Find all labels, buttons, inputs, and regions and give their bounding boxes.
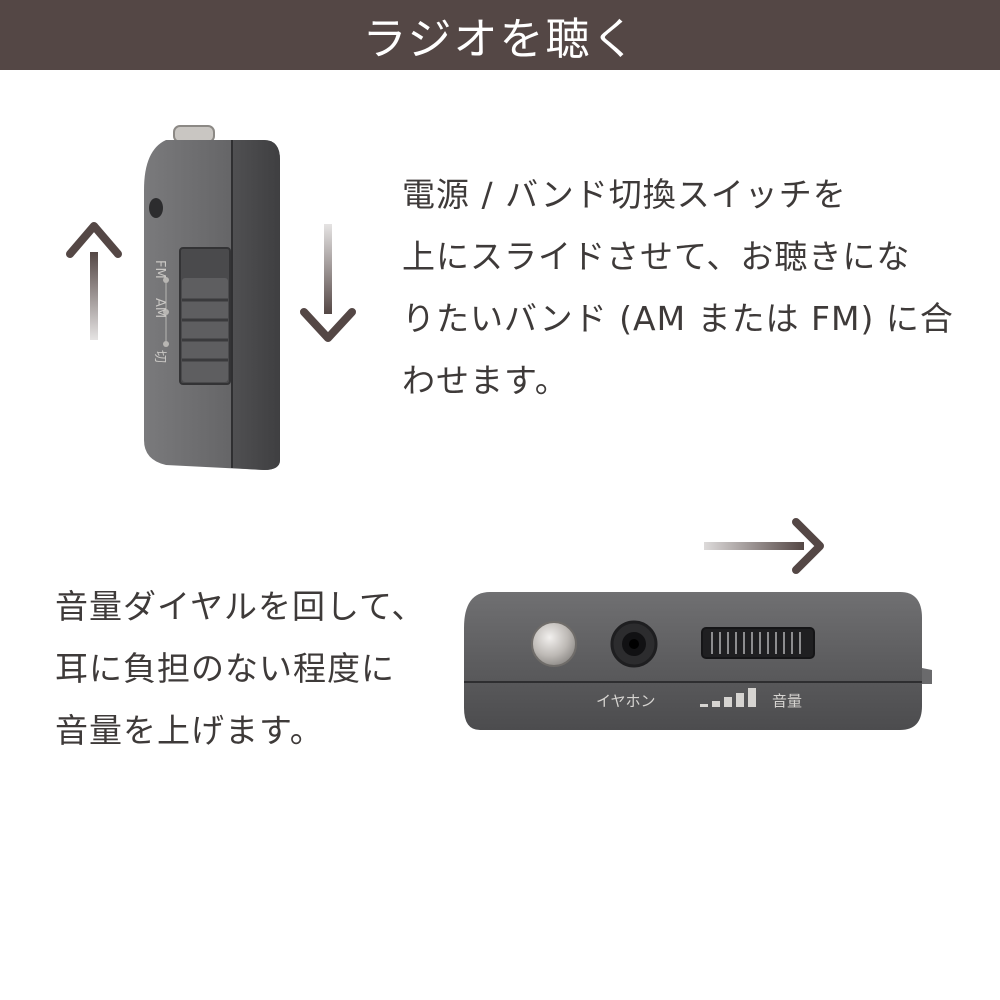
switch-instruction-line: 上にスライドさせて、お聴きにな [402, 237, 911, 276]
volume-dial[interactable] [701, 627, 815, 659]
volume-instruction-line: 音量ダイヤルを回して、 [55, 587, 426, 626]
tuning-knob[interactable] [531, 621, 577, 667]
earphone-label: イヤホン [596, 692, 656, 710]
switch-label-am: AM [152, 298, 167, 318]
arrow-down-icon [300, 224, 356, 342]
radio-side-view: FM AM 切 [144, 125, 280, 470]
radio-top-view: イヤホン 音量 [464, 592, 932, 730]
arrow-right-icon [704, 518, 824, 574]
volume-level-icon [700, 688, 756, 707]
page-title: ラジオを聴く [362, 14, 638, 65]
volume-label: 音量 [772, 692, 802, 710]
switch-label-fm: FM [152, 260, 167, 279]
switch-instruction-line: りたいバンド (AM または FM) に合 [402, 299, 954, 338]
antenna-cap [173, 125, 215, 143]
arrow-up-icon [66, 222, 122, 340]
strap-hole [149, 198, 163, 218]
volume-instruction-line: 音量を上げます。 [55, 711, 324, 750]
slide-switch[interactable] [182, 278, 228, 382]
header-band: ラジオを聴く [0, 0, 1000, 70]
switch-instruction-line: わせます。 [402, 361, 569, 400]
volume-instruction-line: 耳に負担のない程度に [55, 649, 395, 688]
switch-instruction-line: 電源 / バンド切換スイッチを [402, 175, 847, 214]
earphone-jack[interactable] [610, 620, 658, 668]
switch-instructions: 電源 / バンド切換スイッチを 上にスライドさせて、お聴きにな りたいバンド (… [402, 164, 954, 412]
switch-label-off: 切 [152, 350, 167, 363]
volume-instructions: 音量ダイヤルを回して、 耳に負担のない程度に 音量を上げます。 [55, 576, 425, 762]
